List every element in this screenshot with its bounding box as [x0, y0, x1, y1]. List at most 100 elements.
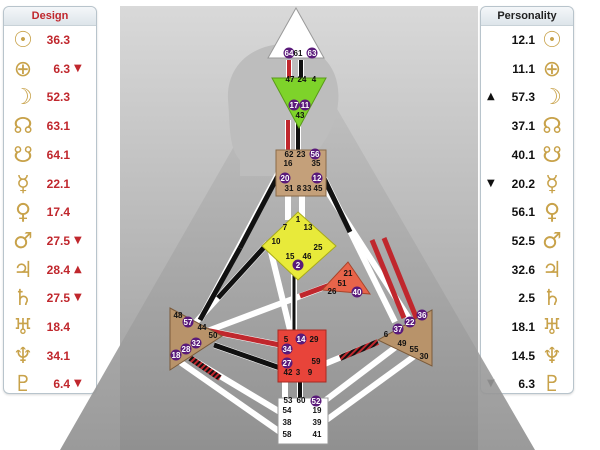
- gate-17[interactable]: 17: [290, 101, 299, 110]
- gate-22[interactable]: 22: [406, 318, 415, 327]
- gate-39[interactable]: 39: [313, 418, 322, 427]
- gate-10[interactable]: 10: [272, 237, 281, 246]
- gate-29[interactable]: 29: [310, 335, 319, 344]
- personality-row-moon: ☽57.3▲: [481, 84, 573, 112]
- gate-43[interactable]: 43: [296, 111, 305, 120]
- gate-59[interactable]: 59: [312, 357, 321, 366]
- gate-30[interactable]: 30: [420, 352, 429, 361]
- gate-52[interactable]: 52: [312, 397, 321, 406]
- gate-line-value: 63.1: [46, 119, 70, 134]
- gate-27-marker: [281, 357, 293, 369]
- gate-64[interactable]: 64: [285, 49, 294, 58]
- gate-22-marker: [404, 316, 416, 328]
- gate-3[interactable]: 3: [296, 368, 301, 377]
- gate-52-marker: [310, 395, 322, 407]
- gate-48[interactable]: 48: [174, 311, 183, 320]
- center-ego[interactable]: [320, 261, 372, 295]
- gate-32[interactable]: 32: [192, 339, 201, 348]
- moon-icon: ☽: [13, 85, 33, 111]
- gate-37-marker: [392, 323, 404, 335]
- gate-36[interactable]: 36: [418, 311, 427, 320]
- gate-34-marker: [281, 343, 293, 355]
- gate-line-value: 64.1: [46, 147, 70, 162]
- gate-23[interactable]: 23: [297, 150, 306, 159]
- gate-14[interactable]: 14: [297, 335, 306, 344]
- design-row-venus: ♀17.4: [4, 199, 96, 227]
- gate-18[interactable]: 18: [172, 351, 181, 360]
- gate-62[interactable]: 62: [285, 150, 294, 159]
- center-head[interactable]: [267, 6, 325, 59]
- center-solar-plexus[interactable]: [376, 309, 433, 367]
- gate-24[interactable]: 24: [298, 75, 307, 84]
- saturn-icon: ♄: [542, 286, 562, 312]
- gate-4[interactable]: 4: [312, 75, 317, 84]
- gate-60[interactable]: 60: [297, 396, 306, 405]
- gate-21[interactable]: 21: [344, 269, 353, 278]
- neptune-icon: ♆: [542, 343, 562, 369]
- design-row-jupiter: ♃28.4▲: [4, 257, 96, 285]
- gate-46[interactable]: 46: [303, 252, 312, 261]
- gate-47[interactable]: 47: [286, 75, 295, 84]
- gate-16[interactable]: 16: [284, 159, 293, 168]
- gate-42[interactable]: 42: [284, 368, 293, 377]
- gate-9[interactable]: 9: [308, 368, 313, 377]
- gate-57[interactable]: 57: [184, 318, 193, 327]
- gate-25[interactable]: 25: [314, 243, 323, 252]
- gate-34[interactable]: 34: [283, 345, 292, 354]
- design-row-earth: ⊕6.3▼: [4, 56, 96, 84]
- gate-19[interactable]: 19: [313, 406, 322, 415]
- gate-28[interactable]: 28: [182, 345, 191, 354]
- pluto-icon: ♇: [542, 372, 562, 398]
- north-node-icon: ☊: [13, 114, 33, 140]
- gate-5[interactable]: 5: [284, 335, 289, 344]
- gate-37[interactable]: 37: [394, 325, 403, 334]
- gate-8[interactable]: 8: [297, 184, 302, 193]
- gate-58[interactable]: 58: [283, 430, 292, 439]
- gate-12[interactable]: 12: [313, 174, 322, 183]
- gate-7[interactable]: 7: [283, 223, 288, 232]
- center-root[interactable]: [277, 397, 329, 445]
- gate-26[interactable]: 26: [328, 287, 337, 296]
- gate-49[interactable]: 49: [398, 339, 407, 348]
- gate-41[interactable]: 41: [313, 430, 322, 439]
- gate-38[interactable]: 38: [283, 418, 292, 427]
- gate-51[interactable]: 51: [338, 279, 347, 288]
- gate-31[interactable]: 31: [285, 184, 294, 193]
- gate-27[interactable]: 27: [283, 359, 292, 368]
- design-row-uranus: ♅18.4: [4, 314, 96, 342]
- gate-40[interactable]: 40: [353, 288, 362, 297]
- gate-32-marker: [190, 337, 202, 349]
- gate-54[interactable]: 54: [283, 406, 292, 415]
- center-g[interactable]: [261, 211, 337, 281]
- gate-15[interactable]: 15: [286, 252, 295, 261]
- earth-icon: ⊕: [13, 56, 33, 82]
- gate-33[interactable]: 33: [303, 184, 312, 193]
- jupiter-icon: ♃: [13, 257, 33, 283]
- personality-row-neptune: ♆14.5: [481, 343, 573, 371]
- gate-61[interactable]: 61: [294, 49, 303, 58]
- gate-line-value: 2.5: [518, 291, 535, 306]
- gate-line-value: 6.3: [518, 377, 535, 392]
- gate-45[interactable]: 45: [314, 184, 323, 193]
- gate-53[interactable]: 53: [284, 396, 293, 405]
- gate-63[interactable]: 63: [308, 49, 317, 58]
- gate-line-value: 6.3: [53, 61, 70, 76]
- south-node-icon: ☋: [13, 142, 33, 168]
- gate-20[interactable]: 20: [281, 174, 290, 183]
- gate-11[interactable]: 11: [301, 101, 310, 110]
- gate-line-value: 11.1: [512, 61, 535, 76]
- gate-2[interactable]: 2: [296, 261, 301, 270]
- venus-icon: ♀: [543, 200, 561, 226]
- gate-6[interactable]: 6: [384, 330, 389, 339]
- gate-1[interactable]: 1: [296, 215, 301, 224]
- gate-50[interactable]: 50: [209, 331, 218, 340]
- detriment-arrow-icon: ▼: [74, 292, 82, 304]
- design-row-mercury: ☿22.1: [4, 171, 96, 199]
- gate-56-marker: [309, 148, 321, 160]
- gate-44[interactable]: 44: [198, 323, 207, 332]
- gate-56[interactable]: 56: [311, 150, 320, 159]
- gate-13[interactable]: 13: [304, 223, 313, 232]
- gate-35[interactable]: 35: [312, 159, 321, 168]
- gate-55[interactable]: 55: [410, 345, 419, 354]
